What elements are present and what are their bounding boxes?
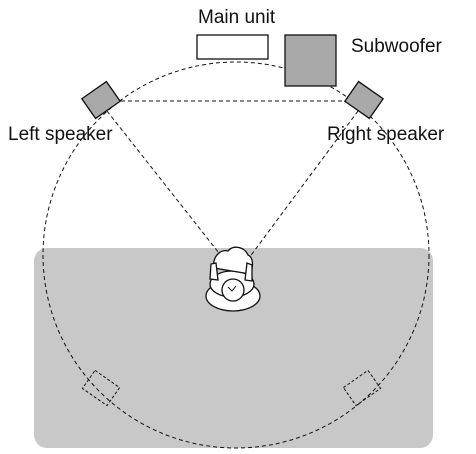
left-listener-line bbox=[106, 110, 227, 263]
listener-icon bbox=[205, 246, 261, 312]
right-speaker-label: Right speaker bbox=[327, 124, 445, 145]
left-speaker-label: Left speaker bbox=[8, 124, 113, 145]
right-speaker-box bbox=[343, 80, 385, 120]
placement-circle bbox=[42, 61, 430, 449]
left-speaker-box bbox=[80, 80, 122, 120]
subwoofer-box bbox=[284, 34, 337, 87]
main-unit-box bbox=[196, 34, 269, 60]
main-unit-label: Main unit bbox=[198, 7, 276, 28]
right-listener-line bbox=[245, 110, 359, 263]
subwoofer-label: Subwoofer bbox=[351, 36, 443, 57]
listening-area bbox=[34, 248, 433, 448]
